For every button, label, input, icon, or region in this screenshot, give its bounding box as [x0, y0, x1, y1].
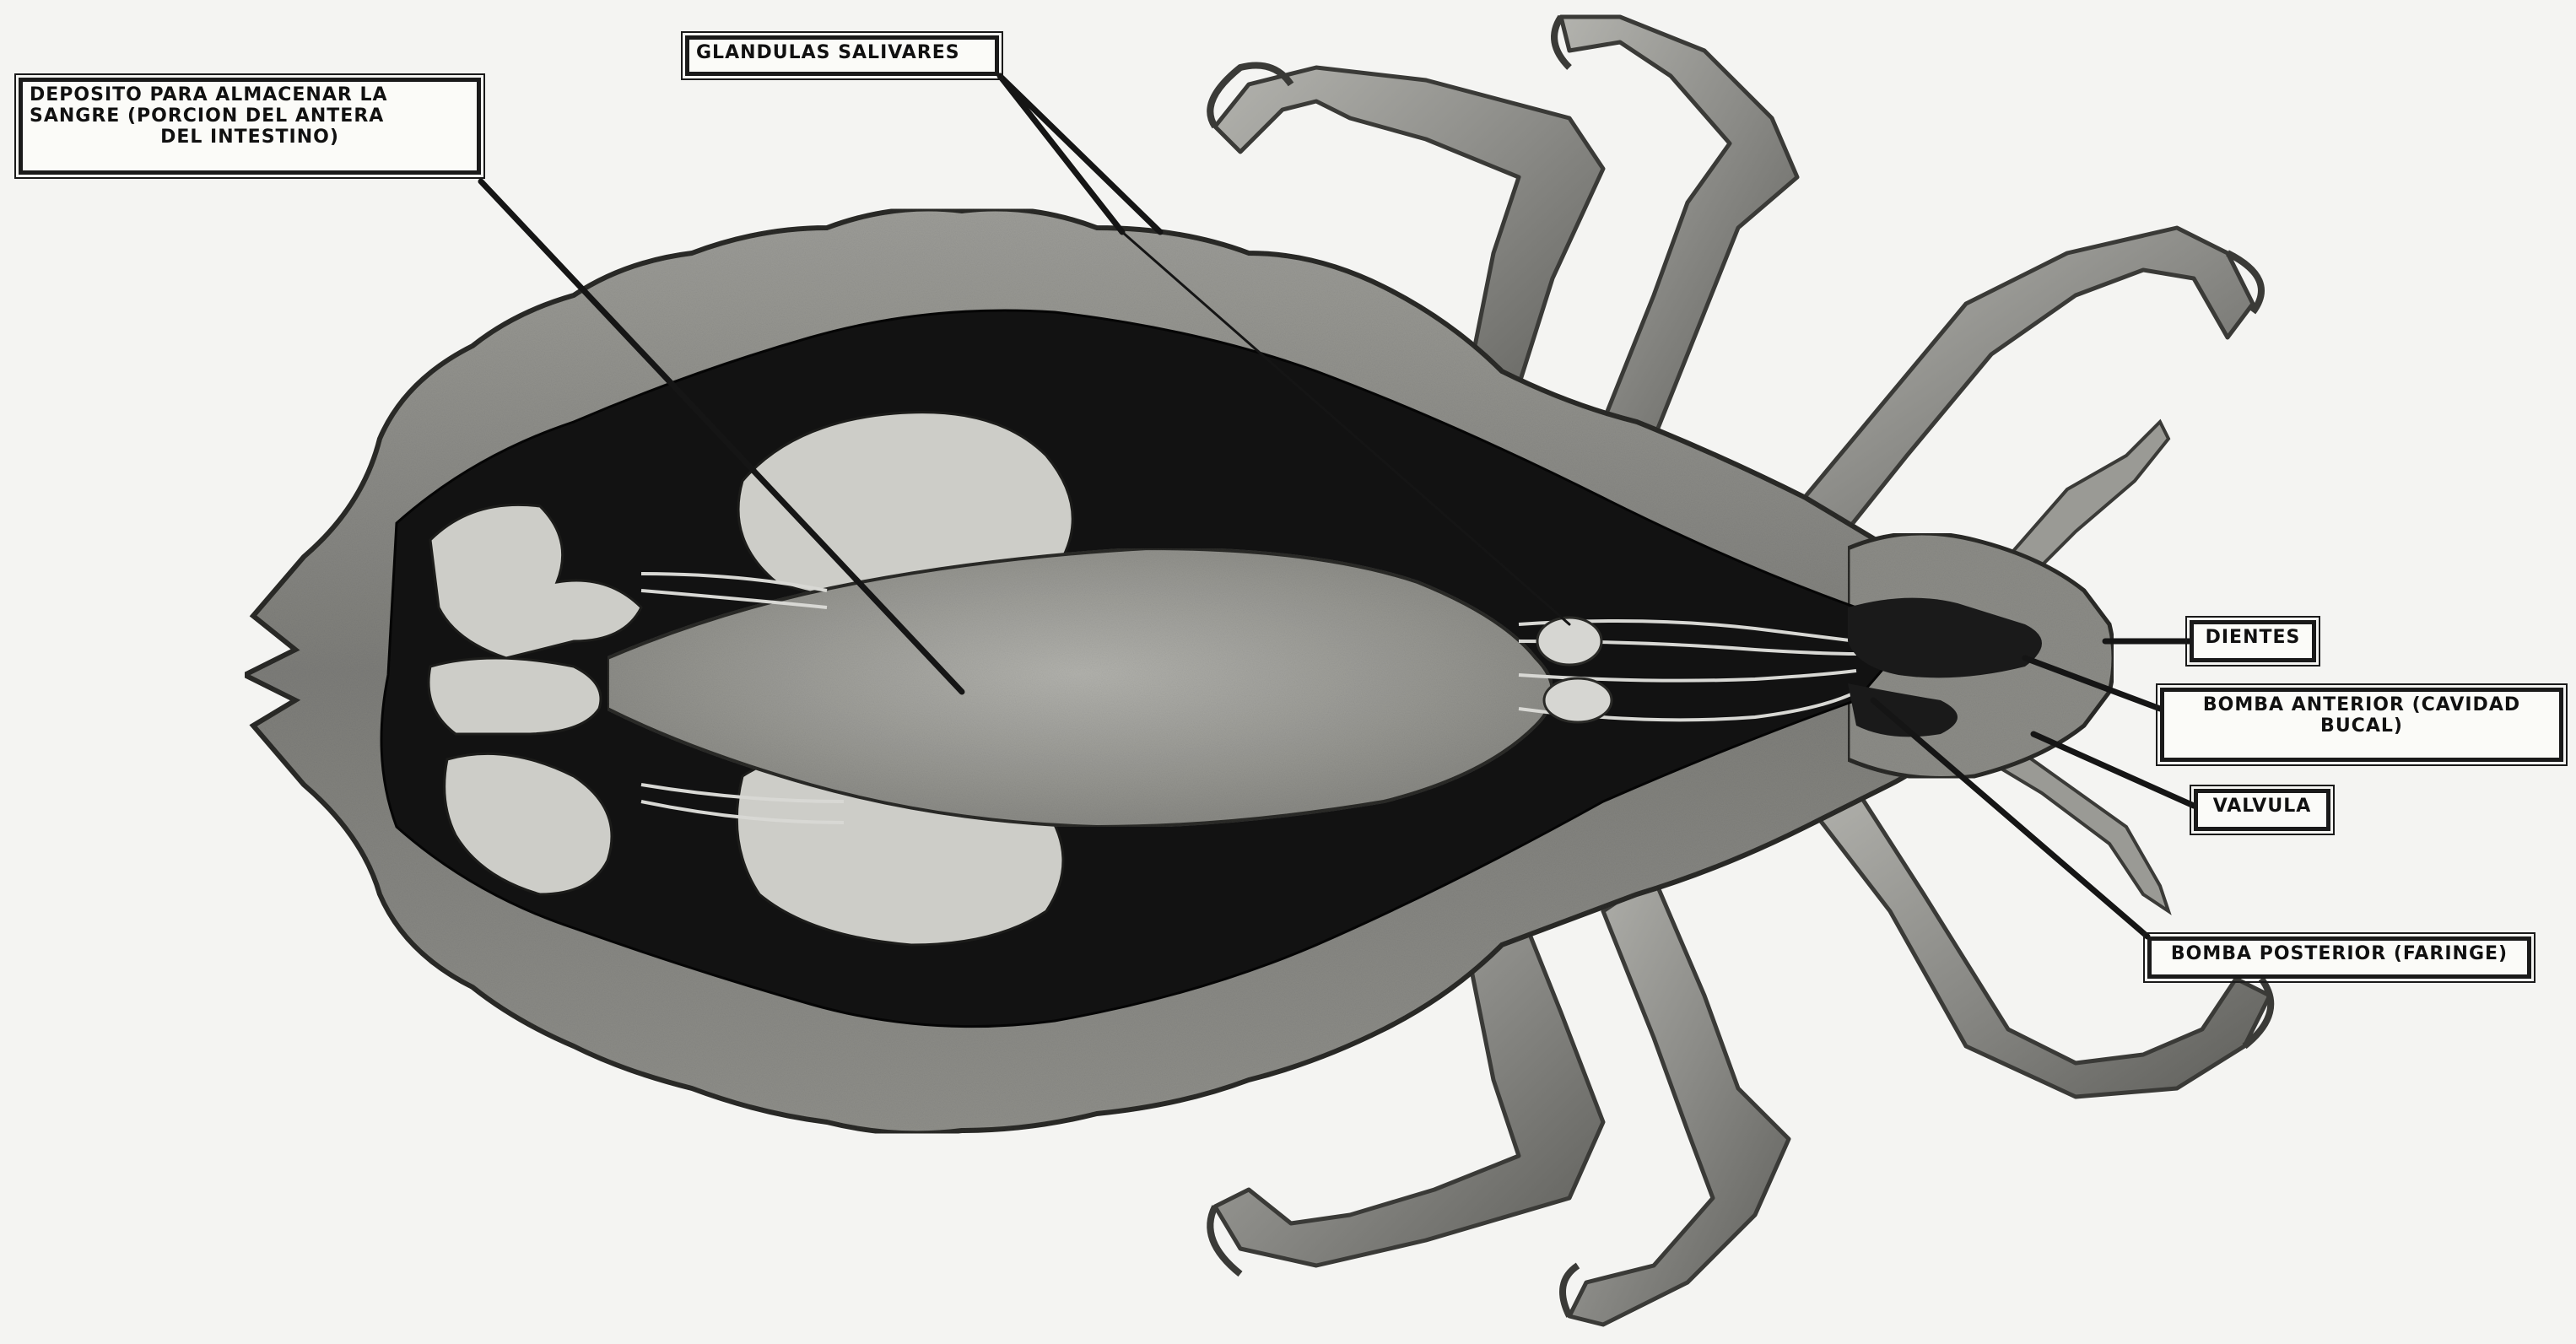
salivary-gland-lower	[1544, 678, 1612, 722]
label-valvula-text: VALVULA	[2205, 796, 2319, 817]
label-bomba-anterior-line2: BUCAL)	[2171, 715, 2552, 737]
label-deposito-line1: DEPOSITO PARA ALMACENAR LA	[30, 84, 470, 105]
label-glandulas-text: GLANDULAS SALIVARES	[696, 42, 988, 63]
label-dientes: DIENTES	[2190, 620, 2316, 662]
label-deposito-line2: SANGRE (PORCION DEL ANTERA	[30, 105, 470, 127]
label-bomba-posterior-text: BOMBA POSTERIOR (FARINGE)	[2158, 943, 2520, 964]
label-bomba-anterior-line1: BOMBA ANTERIOR (CAVIDAD	[2171, 694, 2552, 715]
label-deposito-line3: DEL INTESTINO)	[30, 127, 470, 148]
label-bomba-posterior: BOMBA POSTERIOR (FARINGE)	[2147, 936, 2531, 979]
label-dientes-text: DIENTES	[2201, 627, 2305, 648]
label-bomba-anterior: BOMBA ANTERIOR (CAVIDAD BUCAL)	[2160, 688, 2563, 762]
label-valvula: VALVULA	[2194, 789, 2330, 831]
label-deposito: DEPOSITO PARA ALMACENAR LA SANGRE (PORCI…	[19, 78, 481, 175]
label-glandulas-salivares: GLANDULAS SALIVARES	[685, 35, 999, 76]
